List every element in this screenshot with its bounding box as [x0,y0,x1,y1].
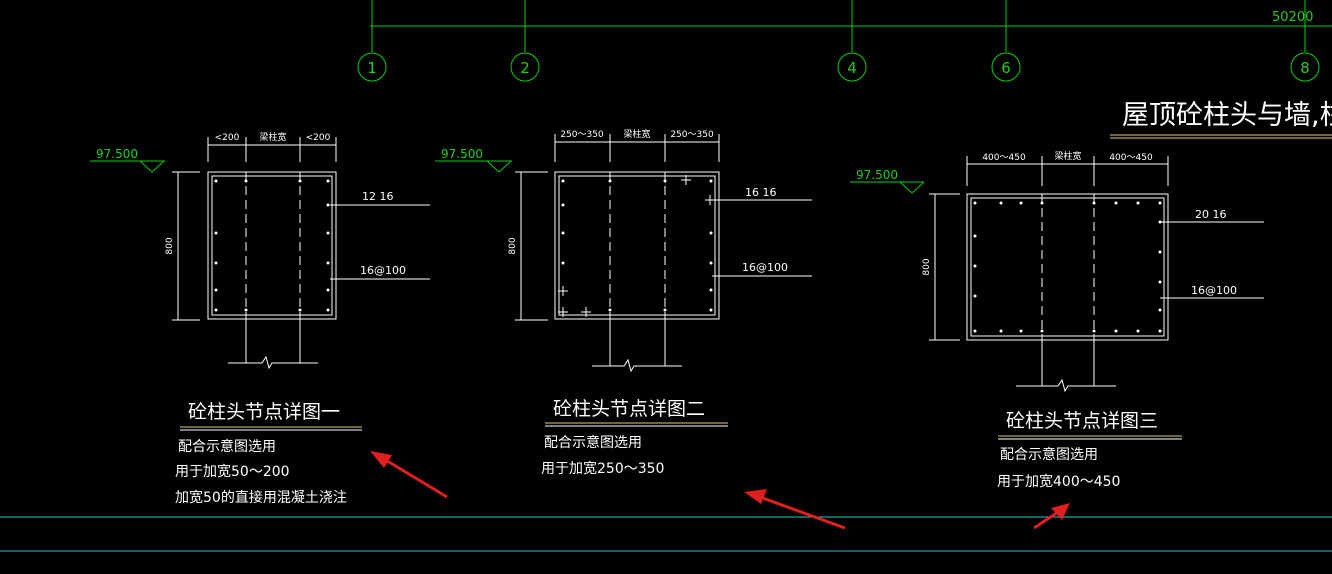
detail-3-stirrup [970,197,1165,337]
axis-bubble-1 [357,52,387,82]
detail-2-dim-left: 250～350 [560,130,604,140]
detail-2-dim-right: 250～350 [670,130,714,140]
detail-2-dim-mid: 梁柱宽 [623,128,650,140]
detail-3-break-line [1016,378,1116,393]
detail-3-rebar-stirrup: 16@100 [1191,284,1237,297]
detail-3-title: 砼柱头节点详图三 [1006,410,1158,432]
detail-1-note-2: 用于加宽50～200 [175,463,290,480]
detail-2-note-2: 用于加宽250～350 [541,460,664,477]
axis-label-2: 2 [520,59,530,77]
detail-2-elevation-triangle [486,160,512,173]
detail-1-height-dim: 800 [165,237,175,254]
overall-dimension: 50200 [1272,10,1313,25]
detail-1-title: 砼柱头节点详图一 [188,401,340,423]
detail-3-dim-right: 400～450 [1109,153,1153,163]
detail-1-break-line [228,355,318,370]
detail-1-dim-left: <200 [215,133,240,143]
detail-2-rebars [561,179,713,312]
detail-2-note-1: 配合示意图选用 [544,434,642,451]
detail-1-dim-mid: 梁柱宽 [259,131,286,143]
detail-2-title: 砼柱头节点详图二 [553,398,705,420]
detail-2-height-dim: 800 [508,237,518,254]
axis-grid: 1 2 4 6 8 50200 [357,0,1332,82]
detail-3-dim-mid: 梁柱宽 [1054,150,1081,162]
detail-1: 97.500 <200 梁柱宽 <200 800 [90,131,430,506]
detail-3-note-2: 用于加宽400～450 [997,473,1120,490]
detail-3-elevation: 97.500 [856,168,898,182]
axis-label-6: 6 [1001,59,1011,77]
detail-1-rebar-stirrup: 16@100 [360,264,406,277]
annotation-arrows [370,451,1070,530]
detail-2-break-line [592,358,682,373]
detail-3-rebars [973,201,1162,333]
axis-bubble-2 [510,52,540,82]
detail-1-note-1: 配合示意图选用 [178,438,276,455]
axis-label-4: 4 [847,59,857,77]
detail-2-elevation: 97.500 [441,147,483,161]
axis-bubble-4 [837,52,867,82]
detail-3-height-dim: 800 [922,258,932,275]
detail-1-dim-right: <200 [306,133,331,143]
axis-bubble-8 [1290,52,1320,82]
detail-2-rebar-stirrup: 16@100 [742,261,788,274]
detail-2-cross-marks [558,175,715,317]
detail-1-note-3: 加宽50的直接用混凝土浇注 [175,489,347,506]
detail-3-rebar-main: 20 16 [1195,208,1227,221]
detail-1-stirrup [211,175,333,316]
annotation-arrow-2 [744,489,846,530]
detail-2-section-outline [554,171,720,320]
drawing-title: 屋顶砼柱头与墙,柱,梁 [1122,100,1332,131]
detail-1-rebars [214,179,330,312]
detail-3-note-1: 配合示意图选用 [1000,446,1098,463]
detail-2-rebar-main: 16 16 [745,186,777,199]
axis-label-8: 8 [1300,59,1310,77]
detail-1-elevation-triangle [139,160,165,173]
annotation-arrow-1 [370,451,448,499]
axis-label-1: 1 [367,59,377,77]
detail-3-elevation-triangle [899,181,925,194]
detail-3-section-outline [966,193,1169,341]
annotation-arrow-3 [1033,503,1070,530]
detail-3-dim-left: 400～450 [982,153,1026,163]
detail-2-stirrup [558,175,716,316]
detail-1-rebar-main: 12 16 [362,190,394,203]
detail-3: 97.500 400～450 梁柱宽 400～450 800 [850,150,1264,490]
axis-bubble-6 [991,52,1021,82]
detail-1-section-outline [207,171,337,320]
detail-2: 97.500 250～350 梁柱宽 250～350 800 [435,128,812,477]
detail-1-elevation: 97.500 [96,147,138,161]
